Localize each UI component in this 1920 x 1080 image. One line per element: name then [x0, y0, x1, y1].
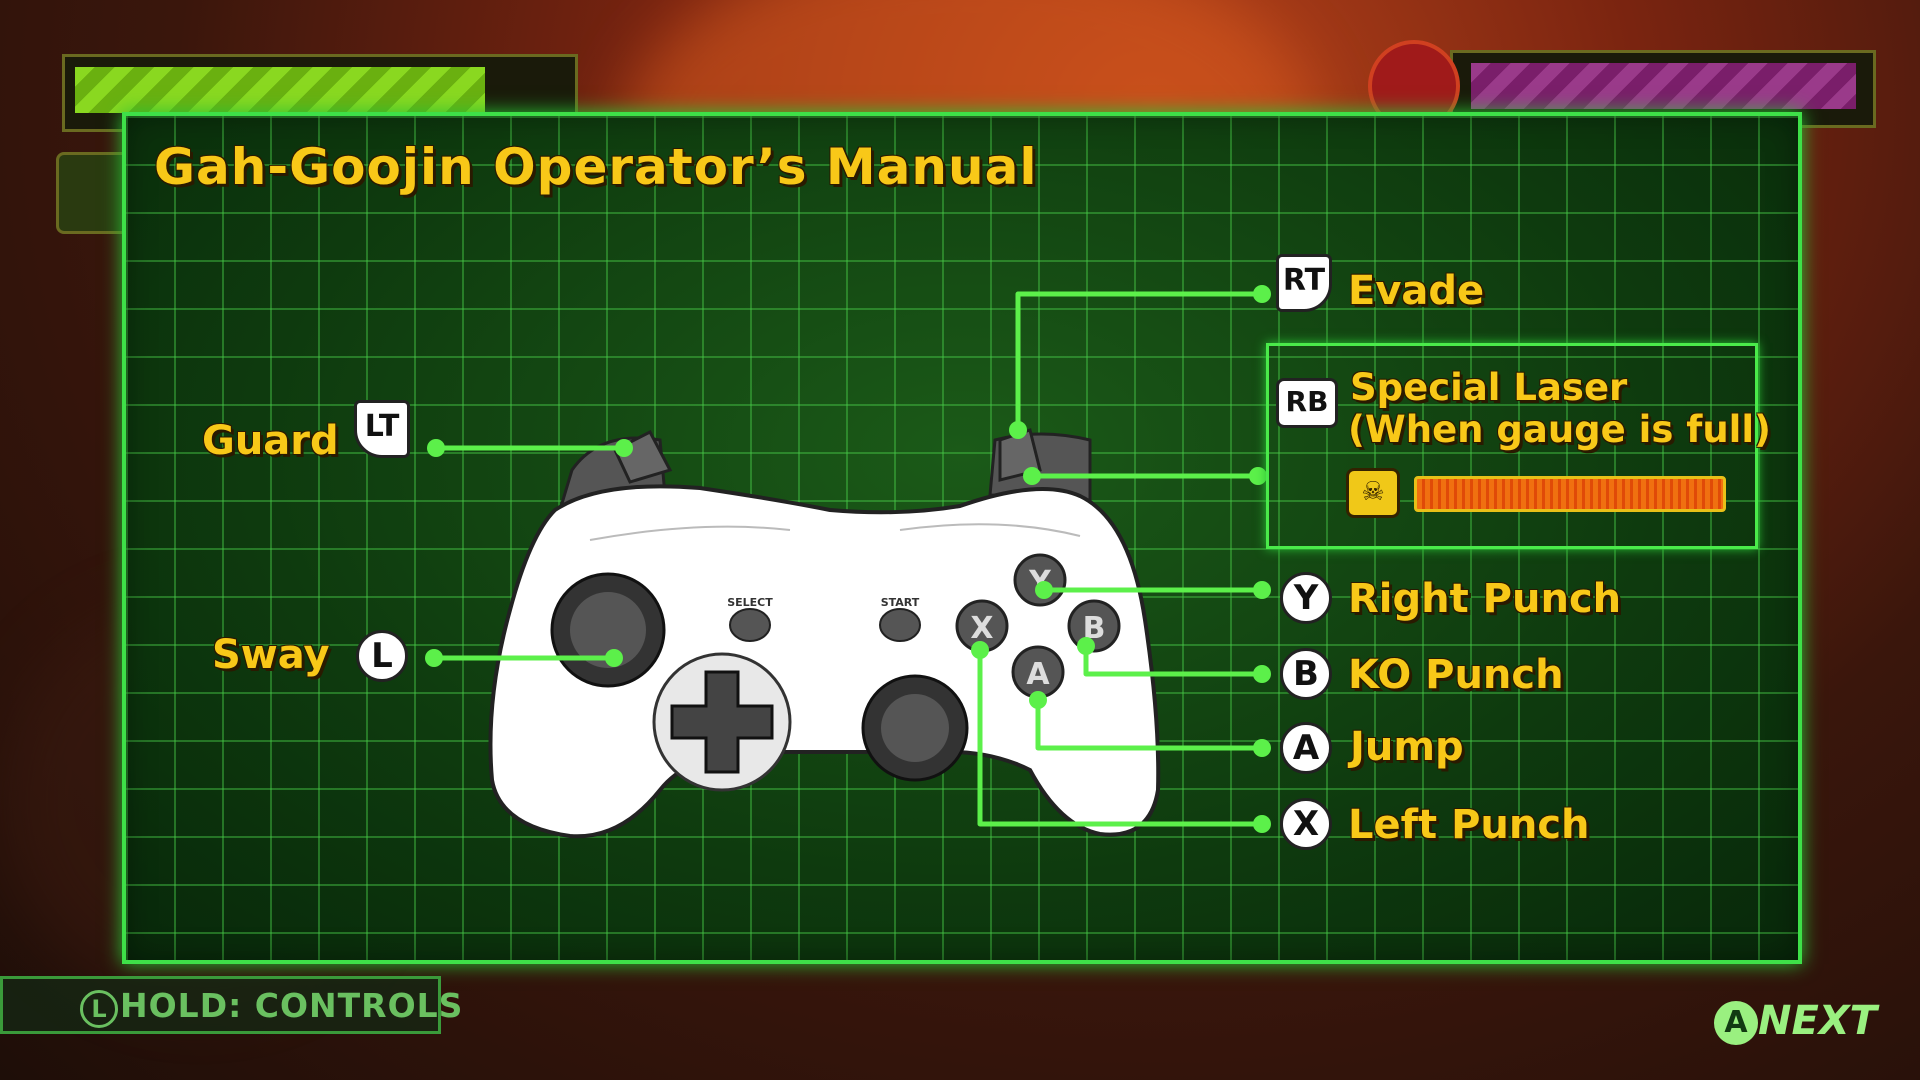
select-label: SELECT [727, 596, 773, 609]
jump-label: Jump [1350, 724, 1464, 770]
x-button-icon: X [1280, 798, 1332, 850]
right-punch-label: Right Punch [1348, 576, 1622, 622]
lt-button-icon: LT [354, 400, 410, 458]
controller-body [488, 484, 1161, 839]
l-stick-icon: L [356, 630, 408, 682]
a-button-next-icon: A [1714, 1001, 1758, 1045]
gauge-skull-icon: ☠ [1346, 468, 1400, 518]
page-title: Gah-Goojin Operator’s Manual [154, 138, 1038, 196]
hold-controls-bar [0, 976, 441, 1034]
operators-manual-panel [122, 112, 1802, 964]
evade-line [1015, 291, 1262, 430]
sway-label: Sway [212, 632, 330, 678]
hold-controls-label: HOLD: CONTROLS [120, 986, 464, 1025]
player-health-bar [75, 67, 485, 113]
ko-punch-line [1083, 646, 1262, 677]
rb-button-icon: RB [1276, 378, 1338, 428]
jump-line [1035, 700, 1262, 751]
select-button [729, 608, 771, 642]
svg-text:A: A [1026, 657, 1050, 692]
enemy-health-bar [1471, 63, 1856, 109]
rt-button-icon: RT [1276, 254, 1332, 312]
dpad [670, 670, 774, 774]
a-button-icon: A [1280, 722, 1332, 774]
special-laser-condition: (When gauge is full) [1348, 408, 1771, 451]
guard-label: Guard [202, 418, 339, 464]
b-button-icon: B [1280, 648, 1332, 700]
start-button [879, 608, 921, 642]
y-button-icon: Y [1280, 572, 1332, 624]
l-stick-hold-icon: L [80, 990, 118, 1028]
special-gauge [1414, 476, 1726, 512]
next-label: NEXT [1758, 998, 1877, 1044]
svg-text:B: B [1083, 611, 1106, 646]
special-laser-box [1266, 343, 1758, 549]
start-label: START [881, 596, 920, 609]
special-laser-label: Special Laser [1350, 366, 1628, 409]
left-punch-label: Left Punch [1348, 802, 1590, 848]
ko-punch-label: KO Punch [1348, 652, 1564, 698]
left-punch-line [977, 650, 1262, 827]
svg-text:X: X [970, 611, 993, 646]
evade-label: Evade [1348, 268, 1485, 314]
